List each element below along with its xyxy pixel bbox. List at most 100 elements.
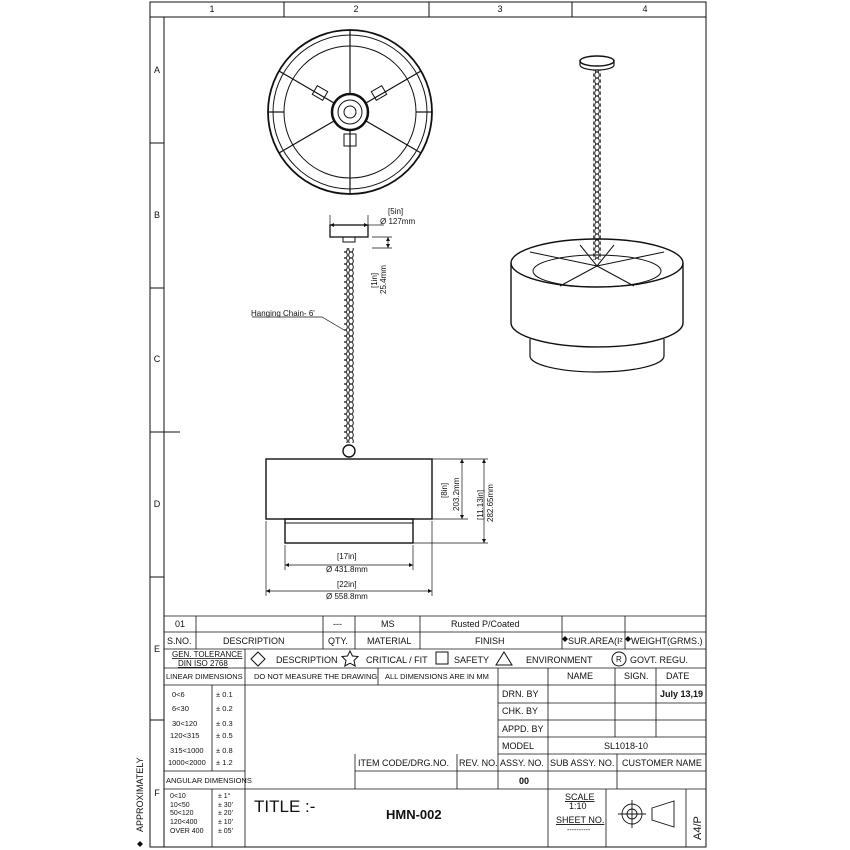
dimension-texts: [5in] Ø 127mm [1in] 25.4mm [8in] 203.2mm…	[251, 207, 495, 601]
drawn-by-label: DRN. BY	[502, 689, 539, 699]
sign-header: SIGN.	[624, 671, 649, 681]
tol-range: 30<120	[172, 719, 197, 728]
bom-h-finish: FINISH	[475, 636, 505, 646]
bom-row: 01 --- MS Rusted P/Coated	[175, 619, 520, 629]
zone-row-c: C	[154, 354, 161, 364]
rev-no-label: REV. NO.	[459, 758, 498, 768]
tol-range: 0<6	[172, 690, 185, 699]
name-header: NAME	[567, 671, 593, 681]
angular-dimensions-title: ANGULAR DIMENSIONS	[166, 776, 252, 785]
assy-no-value: 00	[519, 776, 529, 786]
top-view	[267, 29, 433, 195]
item-code-label: ITEM CODE/DRG.NO.	[358, 758, 449, 768]
legend-govt: GOVT. REGU.	[630, 655, 688, 665]
diamond-symbol-icon	[250, 651, 266, 667]
height-in: [8in]	[440, 483, 449, 498]
sheet-no-label: SHEET NO.	[556, 815, 604, 825]
model-label: MODEL	[502, 741, 534, 751]
checked-by-label: CHK. BY	[502, 706, 538, 716]
ang-tol: ± 1°	[218, 792, 231, 800]
ang-range: 120<400	[170, 819, 198, 826]
tol-value: ± 0.1	[216, 690, 233, 699]
code-row: ITEM CODE/DRG.NO. REV. NO. ASSY. NO. SUB…	[358, 758, 702, 786]
inner-dia-mm: Ø 431.8mm	[326, 565, 368, 574]
date-header: DATE	[666, 671, 689, 681]
socket-icons	[311, 84, 388, 147]
legend-description: DESCRIPTION	[276, 655, 338, 665]
ang-tol: ± 10'	[218, 819, 233, 826]
tol-value: ± 0.5	[216, 731, 233, 740]
tol-range: 120<315	[170, 731, 199, 740]
ang-range: OVER 400	[170, 828, 204, 835]
title-label: TITLE :-	[254, 797, 315, 816]
title-block-grid	[164, 615, 706, 847]
bom-h-description: DESCRIPTION	[223, 636, 285, 646]
triangle-symbol-icon	[495, 651, 513, 666]
ang-tol: ± 30'	[218, 802, 233, 809]
projection-symbol-icon	[618, 800, 675, 828]
star-symbol-icon	[340, 649, 360, 667]
tol-range: 6<30	[172, 704, 189, 713]
tol-value: ± 0.8	[216, 746, 233, 755]
scale-label: SCALE	[565, 792, 595, 802]
zone-row-b: B	[154, 210, 160, 220]
gap-mm: 25.4mm	[379, 265, 388, 294]
canopy-dia-in: [5in]	[388, 207, 403, 216]
zone-col-1: 1	[209, 4, 214, 14]
linear-dimensions-title: LINEAR DIMENSIONS	[166, 672, 243, 681]
bom-material: MS	[381, 619, 395, 629]
tol-range: 1000<2000	[168, 758, 206, 767]
drawn-date: July 13,19	[660, 689, 703, 699]
total-height-mm: 282.65mm	[486, 484, 495, 522]
zone-row-a: A	[154, 65, 160, 75]
ang-tol: ± 20'	[218, 810, 233, 817]
zone-row-e: E	[154, 644, 160, 654]
sheet-size: A4/P	[692, 816, 704, 840]
sheet-no-value: ----------	[567, 827, 591, 834]
tol-value: ± 0.2	[216, 704, 233, 713]
legend-safety: SAFETY	[454, 655, 489, 665]
approved-by-label: APPD. BY	[502, 724, 544, 734]
front-view	[265, 224, 433, 544]
drawing-number: HMN-002	[386, 807, 442, 822]
title-row: TITLE :- HMN-002 SCALE 1:10 SHEET NO. --…	[254, 792, 704, 840]
ang-range: 0<10	[170, 793, 186, 800]
din-iso-label: DIN ISO 2768	[178, 659, 228, 668]
tol-range: 315<1000	[170, 746, 204, 755]
tolerance-table: LINEAR DIMENSIONS DO NOT MEASURE THE DRA…	[166, 672, 489, 835]
height-mm: 203.2mm	[452, 477, 461, 511]
sheet-border	[149, 1, 707, 848]
outer-dia-in: [22in]	[337, 580, 357, 589]
sub-assy-label: SUB ASSY. NO.	[550, 758, 614, 768]
r-symbol: R	[616, 655, 622, 664]
scale-value: 1:10	[569, 801, 587, 811]
total-height-in: [11.13in]	[476, 490, 485, 520]
signoff-block: NAME SIGN. DATE DRN. BY July 13,19 CHK. …	[502, 671, 703, 751]
legend-row: GEN. TOLERANCE DIN ISO 2768 DESCRIPTION …	[172, 649, 688, 668]
outer-dia-mm: Ø 558.8mm	[326, 592, 368, 601]
bom-qty: ---	[333, 619, 342, 629]
zone-column-labels: 1 2 3 4	[209, 4, 647, 14]
hanging-chain-callout: Hanging Chain- 6'	[251, 309, 315, 318]
zone-row-labels: A B C D E F	[154, 65, 161, 798]
ang-tol: ± 05'	[218, 828, 233, 835]
units-note: ALL DIMENSIONS ARE IN MM	[385, 672, 489, 681]
r-circle-icon	[611, 651, 627, 667]
bom-h-material: MATERIAL	[367, 636, 411, 646]
tol-value: ± 0.3	[216, 719, 233, 728]
isometric-view	[510, 55, 684, 373]
bom-sno: 01	[175, 619, 185, 629]
diamond-marker-icon	[562, 636, 568, 642]
bom-h-qty: QTY.	[328, 636, 348, 646]
zone-row-f: F	[154, 788, 160, 798]
gen-tolerance-label: GEN. TOLERANCE	[172, 650, 242, 659]
zone-col-2: 2	[353, 4, 358, 14]
no-measure-note: DO NOT MEASURE THE DRAWING	[254, 672, 377, 681]
assy-no-label: ASSY. NO.	[500, 758, 544, 768]
dimensions	[252, 215, 488, 596]
canopy-dia-mm: Ø 127mm	[380, 217, 415, 226]
diamond-marker-icon	[625, 636, 631, 642]
bom-h-weight: WEIGHT(GRMS.)	[631, 636, 703, 646]
ang-range: 50<120	[170, 810, 194, 817]
